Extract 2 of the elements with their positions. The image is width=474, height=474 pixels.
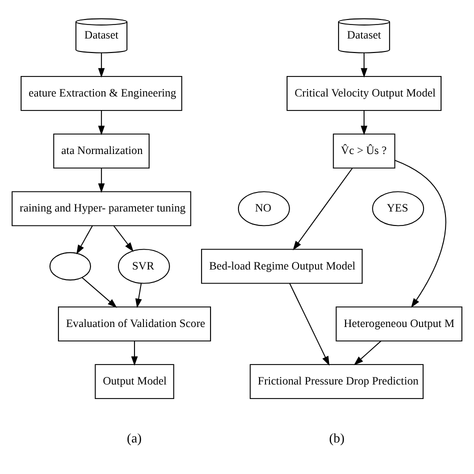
label: (a) (126, 430, 142, 446)
label: (b) (329, 430, 345, 446)
